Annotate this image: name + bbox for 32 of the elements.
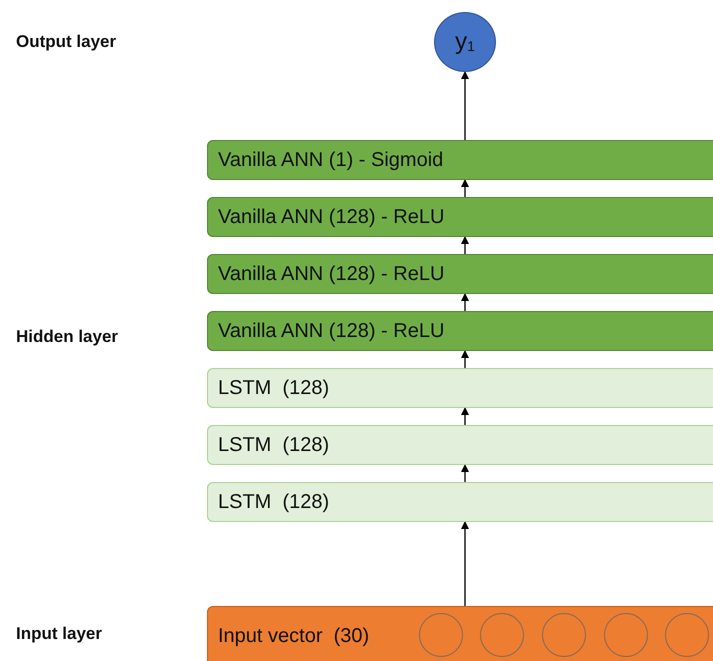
layer-label: Vanilla ANN (128) - ReLU — [218, 262, 444, 286]
layer-name: Input layer — [16, 624, 102, 644]
layer-label: Vanilla ANN (128) - ReLU — [218, 320, 444, 342]
arrow — [461, 293, 469, 311]
arrow — [461, 179, 469, 197]
layer-label: Vanilla ANN (1) - Sigmoid — [218, 148, 444, 172]
layer-label: Input vector (30) — [218, 624, 370, 648]
arrow — [461, 236, 469, 254]
input-layer-box — [207, 606, 713, 661]
layer-name: Hidden layer — [16, 327, 118, 347]
layer-box — [207, 197, 713, 237]
neuron-circle — [665, 613, 709, 657]
neuron-circle — [604, 613, 648, 657]
neuron-circle — [480, 613, 524, 657]
layer-label: Vanilla ANN (128) - ReLU — [218, 206, 444, 228]
arrow — [461, 407, 469, 425]
layer-box — [207, 311, 713, 351]
arrow — [461, 350, 469, 368]
layer-label: LSTM (128) — [218, 490, 330, 514]
layer-label: LSTM (128) — [218, 434, 330, 456]
layer-box — [207, 425, 713, 465]
layer-label: LSTM (128) — [218, 376, 330, 400]
layer-box — [207, 140, 713, 180]
layer-box — [207, 482, 713, 522]
layer-name: Output layer — [16, 32, 116, 52]
neuron-circle — [419, 613, 463, 657]
neuron-circle — [542, 613, 586, 657]
layer-box — [207, 254, 713, 294]
arrow — [461, 71, 469, 140]
layer-box — [207, 368, 713, 408]
arrow — [461, 464, 469, 482]
arrow — [461, 521, 469, 606]
